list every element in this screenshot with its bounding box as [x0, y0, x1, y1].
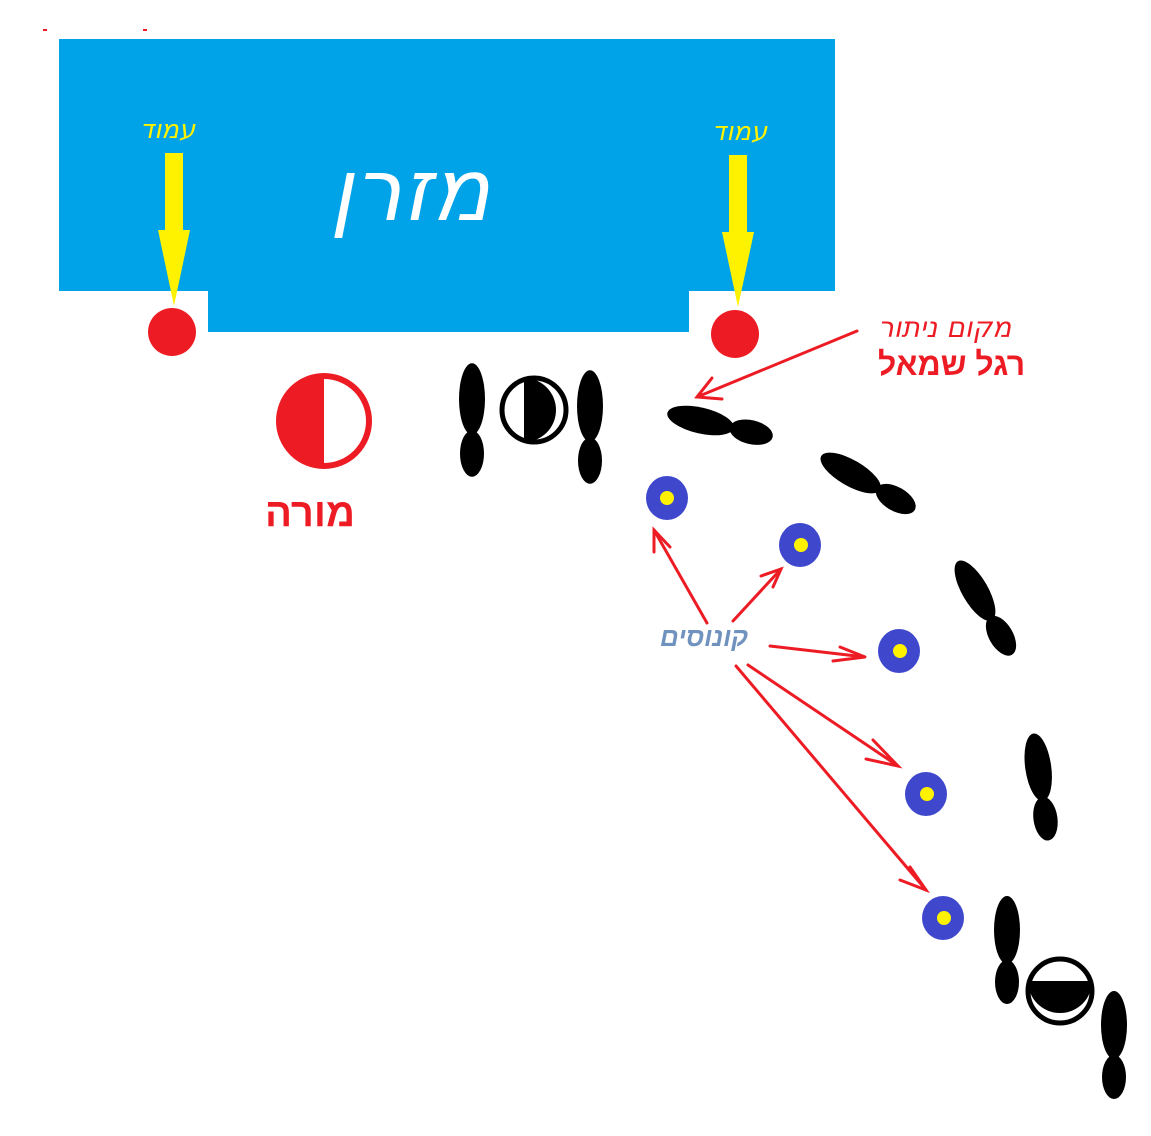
landing-spot-label-line1: מקום ניתור: [878, 311, 1012, 344]
cones-label: קונוסים: [660, 622, 749, 652]
cone-icon: [646, 476, 688, 520]
student-end-icon: [994, 896, 1127, 1099]
cone-icon: [922, 896, 964, 940]
pillar-dot-right: [711, 310, 759, 358]
cone-icon: [905, 772, 947, 816]
teacher-label: מורה: [265, 491, 355, 535]
pillar-label-left: עמוד: [140, 115, 196, 145]
mat-label: מזרן: [330, 141, 491, 241]
pillar-arrow-right: [722, 155, 754, 307]
teacher-icon: [276, 373, 372, 469]
cone-icon: [779, 523, 821, 567]
pillar-arrow-left: [158, 153, 190, 306]
landing-spot-label-line2: רגל שמאל: [878, 346, 1026, 382]
stray-mark: [43, 29, 47, 31]
cones: [646, 476, 964, 940]
cone-icon: [878, 629, 920, 673]
stray-mark: [143, 29, 147, 31]
pillar-dot-left: [148, 308, 196, 356]
annotation-arrows: [652, 329, 931, 894]
pillar-label-right: עמוד: [712, 117, 768, 147]
mat: [59, 39, 835, 332]
student-start-icon: [459, 363, 603, 484]
